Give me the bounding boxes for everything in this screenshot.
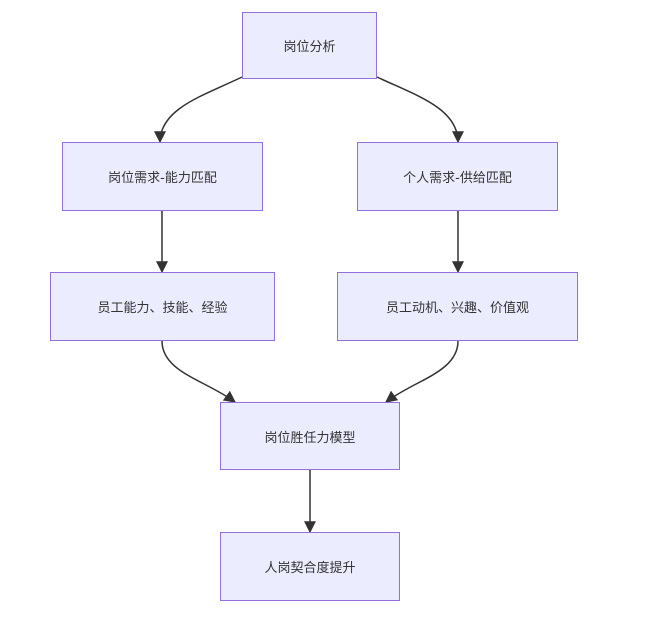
node-job-analysis: 岗位分析 <box>242 12 377 79</box>
node-employee-motivation-interest-values: 员工动机、兴趣、价值观 <box>337 272 578 341</box>
node-job-competency-model: 岗位胜任力模型 <box>220 402 400 470</box>
edge-n1-n3 <box>376 76 464 144</box>
edge-n5-n6 <box>385 340 459 403</box>
node-person-job-fit-improvement: 人岗契合度提升 <box>220 532 400 601</box>
edge-n4-n6 <box>161 340 236 403</box>
edge-n1-n2 <box>154 76 243 144</box>
node-job-demand-ability-match: 岗位需求-能力匹配 <box>62 142 263 211</box>
node-employee-ability-skill-experience: 员工能力、技能、经验 <box>50 272 275 341</box>
node-personal-demand-supply-match: 个人需求-供给匹配 <box>357 142 558 211</box>
